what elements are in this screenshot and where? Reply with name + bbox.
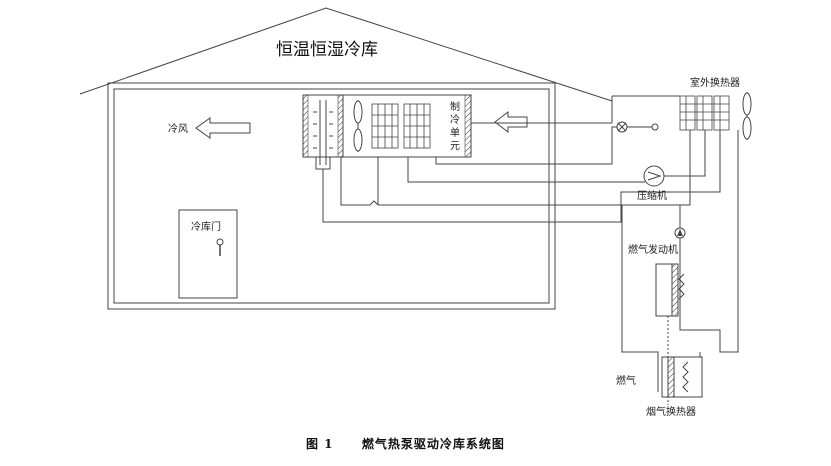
- unit-char-4: 元: [450, 141, 460, 152]
- figure-number: 图 1: [306, 437, 334, 451]
- unit-char-1: 制: [450, 102, 460, 113]
- building-outer-wall: [107, 82, 556, 310]
- cold-air-label: 冷风: [168, 124, 188, 135]
- compressor-icon: [643, 165, 665, 187]
- building-inner-wall: [113, 88, 550, 304]
- outdoor-hx-label: 室外换热器: [690, 78, 740, 89]
- refrigeration-unit-label: 制 冷 单 元: [449, 101, 461, 153]
- roof: [79, 7, 613, 102]
- refrigerant-piping: [322, 95, 739, 392]
- gas-engine-label: 燃气发动机: [628, 245, 678, 256]
- flue-gas-heat-exchanger: [661, 356, 703, 398]
- figure-title: 燃气热泵驱动冷库系统图: [361, 437, 505, 451]
- cold-storage-door: [178, 209, 238, 299]
- gas-engine-icon: [655, 263, 685, 317]
- cold-door-label: 冷库门: [191, 222, 221, 233]
- unit-char-2: 冷: [450, 115, 460, 126]
- cold-air-arrow-icon: [195, 117, 251, 139]
- outdoor-heat-exchanger: [679, 95, 730, 131]
- gas-label: 燃气: [616, 376, 636, 387]
- inlet-air-arrow-icon: [494, 110, 528, 134]
- flue-hx-label: 烟气换热器: [646, 407, 696, 418]
- outdoor-fan-icon: [742, 92, 752, 140]
- unit-char-3: 单: [450, 128, 460, 139]
- building-title: 恒温恒湿冷库: [276, 40, 378, 60]
- evaporator-unit: [302, 94, 344, 170]
- figure-caption: 图 1 燃气热泵驱动冷库系统图: [306, 438, 505, 450]
- door-lock-icon: [216, 238, 224, 246]
- compressor-label: 压缩机: [637, 191, 667, 202]
- unit-coils: [371, 103, 431, 149]
- unit-fan-icon: [353, 100, 363, 152]
